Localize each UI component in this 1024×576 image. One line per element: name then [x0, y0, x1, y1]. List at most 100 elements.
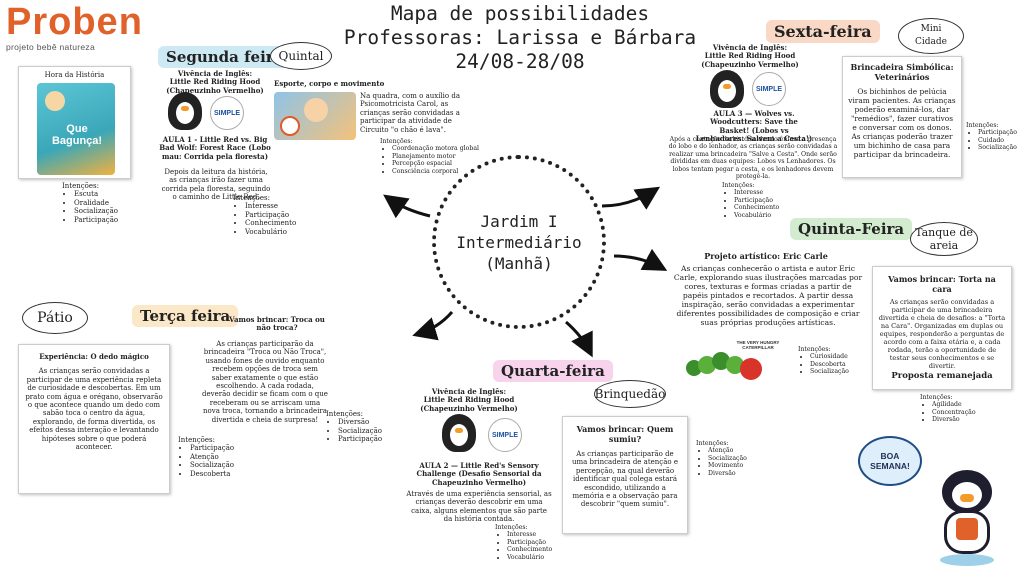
- intents-label: Intenções:: [696, 440, 729, 447]
- intents-label: Intenções:: [966, 122, 999, 129]
- caterpillar-book-title: THE VERY HUNGRY CATERPILLAR: [736, 340, 780, 350]
- title-line-3: 24/08-28/08: [455, 50, 585, 73]
- list-item: Interesse: [507, 531, 552, 538]
- arrow-to-monday: [383, 194, 431, 219]
- monday-label: Segunda feira: [158, 46, 292, 68]
- list-item: Descoberta: [810, 361, 849, 368]
- intents-list: Interesse Participação Conhecimento Voca…: [722, 189, 779, 219]
- farewell-line-2: SEMANA!: [870, 461, 910, 471]
- sport-intents: Intenções: Coordenação motora global Pla…: [380, 138, 479, 175]
- remade-note: Proposta remanejada: [891, 371, 993, 381]
- story-heading: Hora da História: [44, 71, 105, 79]
- list-item: Percepção espacial: [392, 160, 479, 167]
- experience-title: Experiência: O dedo mágico: [39, 352, 149, 361]
- logo-word: Proben: [6, 2, 142, 42]
- sport-illustration-image: [274, 92, 356, 140]
- monday-intents: Intenções: Interesse Participação Conhec…: [233, 194, 296, 236]
- intents-list: Interesse Participação Conhecimento Voca…: [233, 202, 296, 236]
- logo-tagline: projeto bebê natureza: [6, 42, 96, 52]
- simple-logo-icon: SIMPLE: [210, 96, 244, 130]
- tuesday-place-bubble: Pátio: [22, 302, 88, 334]
- list-item: Atenção: [190, 453, 234, 461]
- proben-logo: Proben projeto bebê natureza: [6, 2, 142, 58]
- list-item: Curiosidade: [810, 353, 849, 360]
- play-text: As crianças serão convidadas a participa…: [878, 298, 1006, 370]
- intents-list: Atenção Socialização Movimento Diversão: [696, 447, 747, 477]
- list-item: Participação: [507, 539, 552, 546]
- thursday-play-card: Vamos brincar: Torta na cara As crianças…: [872, 266, 1012, 390]
- center-line-1: Jardim I: [480, 211, 558, 231]
- intents-label: Intenções:: [178, 436, 215, 444]
- simple-logo-text: SIMPLE: [491, 431, 519, 439]
- list-item: Socialização: [74, 207, 118, 215]
- list-item: Concentração: [932, 409, 976, 416]
- list-item: Socialização: [810, 368, 849, 375]
- monday-place-bubble: Quintal: [270, 42, 332, 70]
- wednesday-intents: Intenções: Interesse Participação Conhec…: [495, 524, 552, 561]
- book-cover-title: Que Bagunça!: [51, 123, 103, 147]
- simple-logo-icon: SIMPLE: [752, 72, 786, 106]
- intents-label: Intenções:: [233, 194, 270, 202]
- list-item: Agilidade: [932, 401, 976, 408]
- list-item: Cuidado: [978, 137, 1017, 144]
- logo-wordmark: Proben: [6, 1, 143, 43]
- wednesday-label: Quarta-feira: [493, 360, 613, 382]
- title-line-1: Mapa de possibilidades: [390, 2, 650, 25]
- list-item: Participação: [734, 197, 779, 204]
- tuesday-play-title: Vamos brincar: Troca ou não troca?: [229, 315, 325, 333]
- title-line-2: Professoras: Larissa e Bárbara: [343, 26, 697, 49]
- simple-logo-text: SIMPLE: [213, 109, 241, 117]
- intents-list: Coordenação motora global Planejamento m…: [380, 145, 479, 175]
- page-title: Mapa de possibilidades Professoras: Lari…: [340, 2, 700, 74]
- friday-play-card: Brincadeira Simbólica: Veterinários Os b…: [842, 56, 962, 178]
- book-intents-label: Intenções:: [62, 182, 99, 190]
- friday-aula-title: AULA 3 — Wolves vs. Woodcutters: Save th…: [695, 109, 813, 144]
- english-title: Vivência de Inglês:: [431, 387, 507, 396]
- arrow-to-tuesday: [412, 311, 454, 341]
- simple-logo-text: SIMPLE: [755, 85, 783, 93]
- intents-list: Agilidade Concentração Diversão: [920, 401, 976, 423]
- list-item: Participação: [74, 216, 118, 224]
- intents-list: Diversão Socialização Participação: [326, 418, 382, 443]
- english-title: Vivência de Inglês:: [712, 43, 788, 52]
- list-item: Participação: [338, 435, 382, 443]
- tuesday-play-intents: Intenções: Diversão Socialização Partici…: [326, 410, 382, 444]
- arrow-to-thursday: [613, 248, 668, 271]
- list-item: Planejamento motor: [392, 153, 479, 160]
- list-item: Socialização: [978, 144, 1017, 151]
- english-title: Vivência de Inglês:: [177, 69, 253, 78]
- friday-play-intents: Intenções: Participação Cuidado Socializ…: [966, 122, 1017, 152]
- play-text: Os bichinhos de pelúcia viram pacientes.…: [848, 87, 956, 159]
- play-title: Brincadeira Simbólica: Veterinários: [850, 62, 954, 82]
- penguin-mascot-icon: [710, 70, 744, 108]
- list-item: Socialização: [708, 455, 747, 462]
- monday-sport-title: Esporte, corpo e movimento: [274, 79, 385, 88]
- intents-list: Interesse Participação Conhecimento Voca…: [495, 531, 552, 561]
- play-title: Vamos brincar: Quem sumiu?: [576, 424, 674, 444]
- list-item: Coordenação motora global: [392, 145, 479, 152]
- friday-label: Sexta-feira: [766, 20, 880, 43]
- center-line-3: (Manhã): [485, 253, 553, 273]
- wednesday-english: Vivência de Inglês: Little Red Riding Ho…: [414, 387, 524, 413]
- list-item: Conhecimento: [507, 546, 552, 553]
- arrow-to-friday: [601, 186, 661, 210]
- list-item: Interesse: [245, 202, 296, 210]
- experience-text: As crianças serão convidadas a participa…: [25, 367, 163, 452]
- english-story: Little Red Riding Hood (Chapeuzinho Verm…: [420, 395, 518, 413]
- penguin-mascot-large-icon: [930, 470, 1004, 570]
- list-item: Atenção: [708, 447, 747, 454]
- tuesday-exp-intents: Intenções: Participação Atenção Socializ…: [178, 436, 234, 478]
- thursday-play-intents: Intenções: Agilidade Concentração Divers…: [920, 394, 976, 424]
- monday-aula-text: Depois da leitura da história, as crianç…: [161, 168, 271, 202]
- book-intents: Intenções: Escuta Oralidade Socialização…: [62, 182, 118, 224]
- intents-list: Participação Cuidado Socialização: [966, 129, 1017, 151]
- intents-label: Intenções:: [920, 394, 953, 401]
- list-item: Participação: [245, 211, 296, 219]
- intents-label: Intenções:: [798, 346, 831, 353]
- list-item: Diversão: [708, 470, 747, 477]
- intents-label: Intenções:: [380, 138, 413, 145]
- simple-logo-icon: SIMPLE: [488, 418, 522, 452]
- friday-place-bubble: Mini Cidade: [898, 18, 964, 54]
- penguin-mascot-icon: [442, 414, 476, 452]
- list-item: Vocabulário: [245, 228, 296, 236]
